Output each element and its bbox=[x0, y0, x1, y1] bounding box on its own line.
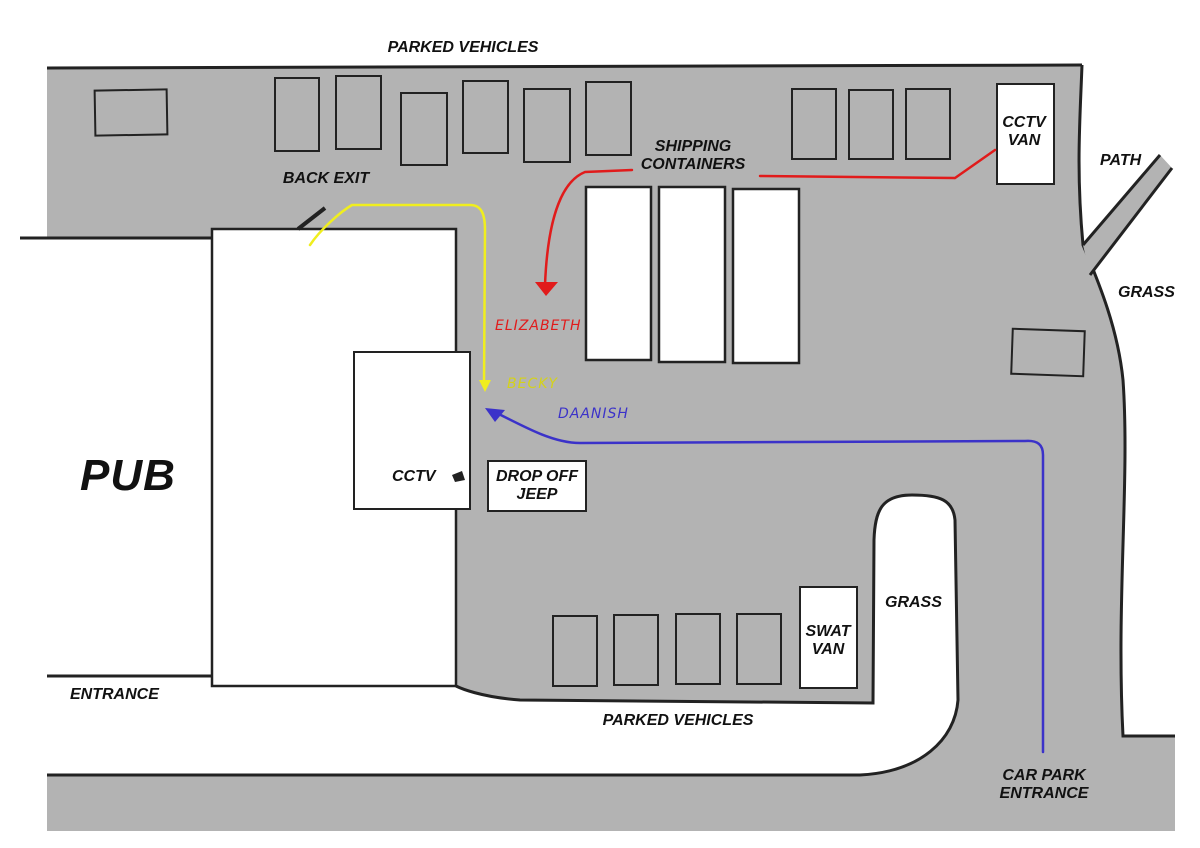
parked-vehicles-top-label: PARKED VEHICLES bbox=[387, 39, 539, 56]
route-elizabeth-arrow bbox=[535, 282, 558, 296]
pub-label: PUB bbox=[80, 451, 176, 500]
entrance-label: ENTRANCE bbox=[70, 686, 159, 703]
parked-car bbox=[552, 615, 598, 687]
path-edge-upper bbox=[1081, 154, 1162, 246]
back-exit-label: BACK EXIT bbox=[282, 170, 370, 187]
shipping-containers-label-line1: SHIPPING bbox=[654, 138, 732, 155]
route-daanish-line bbox=[493, 410, 1045, 754]
route-becky-arrow bbox=[479, 380, 491, 392]
asphalt-main-area bbox=[47, 65, 1175, 831]
cctv-van-label-line2: VAN bbox=[1007, 131, 1041, 149]
parked-car bbox=[335, 75, 382, 150]
shipping-containers-label: SHIPPING CONTAINERS bbox=[641, 138, 746, 173]
path-label: PATH bbox=[1100, 152, 1142, 169]
parked-car bbox=[905, 88, 951, 160]
grass-patch-center bbox=[520, 495, 958, 775]
shipping-container bbox=[731, 187, 801, 365]
route-becky-label: BECKY bbox=[507, 376, 558, 392]
parked-car bbox=[675, 613, 721, 685]
parked-car bbox=[736, 613, 782, 685]
parked-car bbox=[1010, 327, 1086, 378]
shipping-containers-label-line2: CONTAINERS bbox=[640, 155, 746, 173]
drop-off-jeep-label-line2: JEEP bbox=[516, 485, 558, 503]
cctv-room bbox=[353, 351, 471, 510]
parked-vehicles-bottom-row bbox=[552, 613, 782, 687]
path-branch bbox=[1083, 155, 1172, 275]
parked-car bbox=[462, 80, 509, 154]
grass-right-label: GRASS bbox=[1118, 284, 1175, 301]
car-park-entrance-label-line2: ENTRANCE bbox=[999, 784, 1089, 802]
road-edge-right bbox=[1077, 64, 1175, 738]
route-elizabeth-line bbox=[543, 148, 997, 287]
cctv-van-label: CCTV VAN bbox=[1002, 114, 1046, 149]
car-park-entrance-label: CAR PARK ENTRANCE bbox=[1000, 767, 1089, 802]
swat-van-label: SWAT VAN bbox=[805, 623, 850, 658]
cctv-van bbox=[996, 83, 1055, 185]
parked-car bbox=[523, 88, 571, 163]
route-elizabeth-label: ELIZABETH bbox=[495, 318, 582, 334]
swat-van-label-line1: SWAT bbox=[805, 623, 851, 640]
parked-vehicles-bottom-label: PARKED VEHICLES bbox=[602, 712, 754, 729]
grass-center-label: GRASS bbox=[885, 594, 942, 611]
parked-car bbox=[613, 614, 659, 686]
parked-car bbox=[585, 81, 632, 156]
route-daanish-label: DAANISH bbox=[558, 406, 629, 422]
cctv-label: CCTV bbox=[392, 468, 436, 485]
swat-van bbox=[799, 586, 858, 689]
camera-icon bbox=[452, 471, 465, 482]
route-daanish-arrow bbox=[485, 408, 505, 422]
parked-car bbox=[791, 88, 837, 160]
shipping-container bbox=[657, 185, 727, 364]
shipping-containers bbox=[584, 185, 801, 365]
parked-car bbox=[274, 77, 320, 152]
path-edge-lower bbox=[1088, 167, 1174, 276]
drop-off-jeep-label-line1: DROP OFF bbox=[495, 468, 579, 485]
car-park-entrance-label-line1: CAR PARK bbox=[1002, 767, 1086, 784]
route-becky-line bbox=[308, 203, 487, 387]
parked-vehicles-top-row bbox=[93, 75, 951, 166]
parked-car bbox=[400, 92, 448, 166]
parked-car bbox=[93, 88, 169, 137]
swat-van-label-line2: VAN bbox=[811, 640, 845, 658]
drop-off-jeep-label: DROP OFF JEEP bbox=[496, 468, 578, 503]
road-edge-grass-island bbox=[47, 493, 960, 777]
road-edge-top bbox=[46, 63, 1083, 70]
cctv-van-label-line1: CCTV bbox=[1002, 114, 1046, 131]
shipping-container bbox=[584, 185, 653, 362]
back-exit-door bbox=[296, 206, 327, 231]
drop-off-jeep bbox=[487, 460, 587, 512]
parked-car bbox=[848, 89, 894, 160]
